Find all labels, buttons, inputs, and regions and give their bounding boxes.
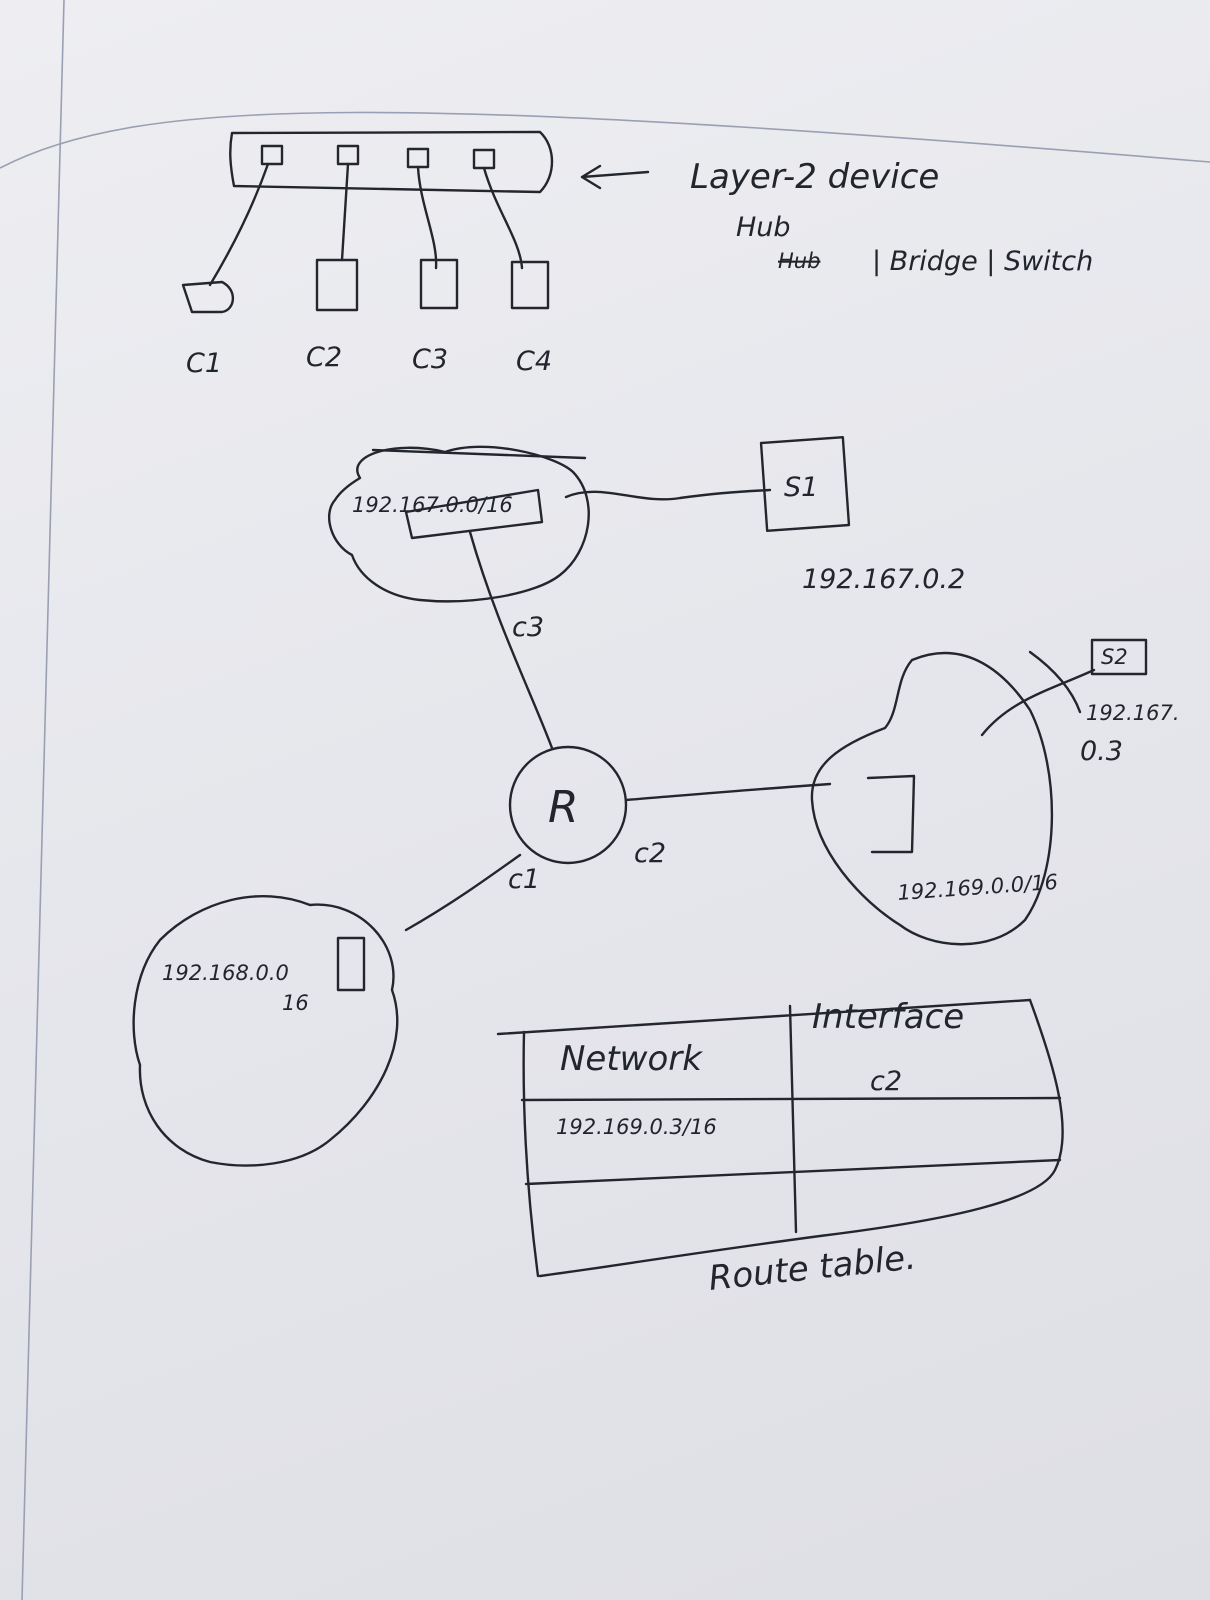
route-table-cell-interface-1: c2	[870, 1066, 902, 1097]
route-table-left-border	[522, 1030, 540, 1278]
server2-ip-line2: 0.3	[1080, 736, 1123, 767]
annotation-arrow	[580, 164, 650, 190]
layer2-crossed-word: Hub	[778, 249, 820, 273]
computer-c1-label: C1	[186, 348, 222, 379]
layer2-bridge-switch: | Bridge | Switch	[872, 246, 1093, 277]
top-network-address: 192.167.0.0/16	[352, 493, 513, 517]
top-rule-line	[0, 111, 1210, 169]
router-circle	[508, 745, 628, 865]
cable-c2	[340, 162, 350, 262]
port-1	[260, 144, 284, 166]
top-network-cloud	[327, 445, 590, 603]
server2-arc	[1028, 650, 1082, 714]
server1-cable	[564, 488, 772, 501]
route-table-column-divider	[788, 1004, 798, 1234]
server2-cable	[980, 668, 1096, 737]
computer-c4-icon	[510, 260, 550, 310]
link-router-left	[404, 853, 522, 932]
server1-label: S1	[784, 472, 818, 503]
route-table-row-divider	[524, 1158, 1062, 1186]
link-router-right	[624, 782, 832, 802]
left-network-switch-box	[336, 936, 366, 992]
margin-line	[21, 0, 65, 1600]
layer2-hub-label: Hub	[736, 212, 791, 243]
right-network-switch-box	[866, 774, 916, 854]
route-table: Network Interface 192.169.0.3/16 c2 Rout…	[496, 997, 1064, 1299]
computer-c4-label: C4	[516, 346, 552, 377]
route-table-header-divider	[520, 1096, 1062, 1102]
router-group: R c1 c2	[508, 745, 666, 895]
route-table-top-border	[496, 998, 1032, 1036]
server1-box	[759, 436, 851, 532]
cable-c1	[208, 162, 270, 287]
right-network-group: S2 192.167. 0.3 192.169.0.0/16	[624, 638, 1180, 946]
left-network-address-line2: 16	[282, 991, 309, 1015]
server2-ip-line1: 192.167.	[1086, 701, 1180, 725]
left-network-address-line1: 192.168.0.0	[162, 961, 289, 985]
server2-box	[1090, 638, 1148, 676]
port-3	[406, 147, 430, 169]
top-network-group: 192.167.0.0/16 S1 192.167.0.2 c3	[327, 436, 965, 750]
server2-label: S2	[1101, 645, 1128, 669]
top-network-switch-box	[404, 488, 544, 540]
route-table-right-bottom-border	[538, 998, 1064, 1278]
computer-c3-icon	[419, 258, 459, 310]
right-network-cloud	[810, 651, 1054, 946]
port-2	[336, 144, 360, 166]
computer-c2-icon	[315, 258, 359, 312]
computer-c1-icon	[181, 280, 235, 314]
route-table-cell-network-1: 192.169.0.3/16	[556, 1115, 717, 1139]
cable-c4	[482, 166, 524, 270]
computer-c3-label: C3	[412, 344, 448, 375]
port-4	[472, 148, 496, 170]
route-table-header-network: Network	[560, 1039, 703, 1079]
interface-c3-label: c3	[512, 612, 544, 643]
left-network-group: 192.168.0.0 16	[132, 853, 522, 1167]
layer2-switch-group: C1 C2 C3 C4 Layer-2 device Hub Hub | Bri…	[181, 130, 1093, 379]
left-network-cloud	[132, 894, 399, 1167]
top-network-underline	[371, 448, 587, 460]
link-top-router	[468, 530, 554, 750]
cable-c3	[416, 165, 438, 270]
layer2-device-box	[229, 130, 554, 194]
interface-c2-label: c2	[634, 838, 666, 869]
layer2-title: Layer-2 device	[690, 157, 939, 197]
server1-ip: 192.167.0.2	[802, 564, 965, 595]
right-network-address: 192.169.0.0/16	[897, 870, 1059, 905]
interface-c1-label: c1	[508, 864, 540, 895]
computer-c2-label: C2	[306, 342, 342, 373]
route-table-header-interface: Interface	[812, 997, 964, 1037]
router-label: R	[548, 782, 579, 833]
